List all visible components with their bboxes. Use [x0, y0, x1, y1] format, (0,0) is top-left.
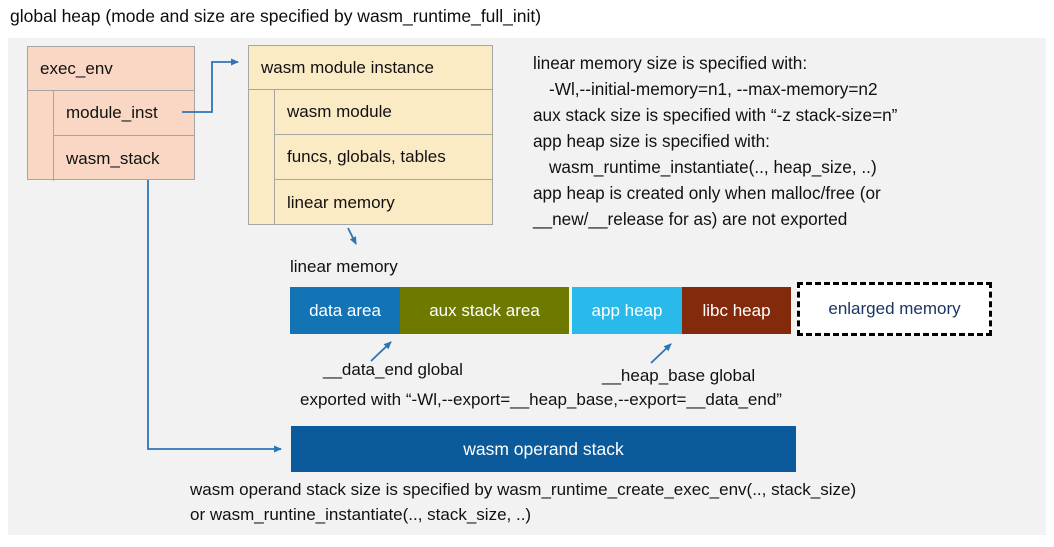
segment-libc-heap: libc heap [682, 287, 791, 334]
note-line: __new/__release for as) are not exported [533, 209, 848, 229]
footer-line: wasm operand stack size is specified by … [190, 480, 857, 499]
exec-env-header: exec_env [28, 47, 194, 91]
segment-enlarged-memory: enlarged memory [797, 282, 992, 336]
module-instance-header: wasm module instance [249, 46, 492, 90]
exec-env-row-wasm-stack: wasm_stack [53, 136, 194, 181]
exec-env-box: exec_env module_inst wasm_stack [27, 46, 195, 181]
segment-data-area: data area [290, 287, 400, 334]
note-line: wasm_runtime_instantiate(.., heap_size, … [549, 157, 877, 177]
footer-line: or wasm_runtine_instantiate(.., stack_si… [190, 504, 532, 524]
note-line: app heap is created only when malloc/fre… [533, 183, 881, 203]
module-instance-row-wasm-module: wasm module [274, 90, 492, 135]
footer-notes: wasm operand stack size is specified by … [190, 478, 856, 527]
size-notes: linear memory size is specified with: -W… [533, 50, 1038, 232]
export-flags-label: exported with “-Wl,--export=__heap_base,… [300, 390, 782, 409]
data-end-global-label: __data_end global [323, 360, 463, 379]
note-line: app heap size is specified with: [533, 131, 770, 151]
note-line: linear memory size is specified with: [533, 53, 808, 73]
module-instance-row-linear-memory: linear memory [274, 180, 492, 225]
note-line: aux stack size is specified with “-z sta… [533, 105, 898, 125]
diagram-title: global heap (mode and size are specified… [10, 6, 542, 26]
note-line: -Wl,--initial-memory=n1, --max-memory=n2 [549, 79, 878, 99]
module-instance-box: wasm module instance wasm module funcs, … [248, 45, 493, 225]
segment-aux-stack-area: aux stack area [400, 287, 569, 334]
wasm-operand-stack-box: wasm operand stack [291, 426, 796, 472]
heap-base-global-label: __heap_base global [602, 366, 756, 385]
exec-env-row-module-inst: module_inst [53, 91, 194, 136]
linear-memory-label: linear memory [290, 257, 398, 276]
segment-app-heap: app heap [572, 287, 682, 334]
module-instance-row-funcs-globals-tables: funcs, globals, tables [274, 135, 492, 180]
